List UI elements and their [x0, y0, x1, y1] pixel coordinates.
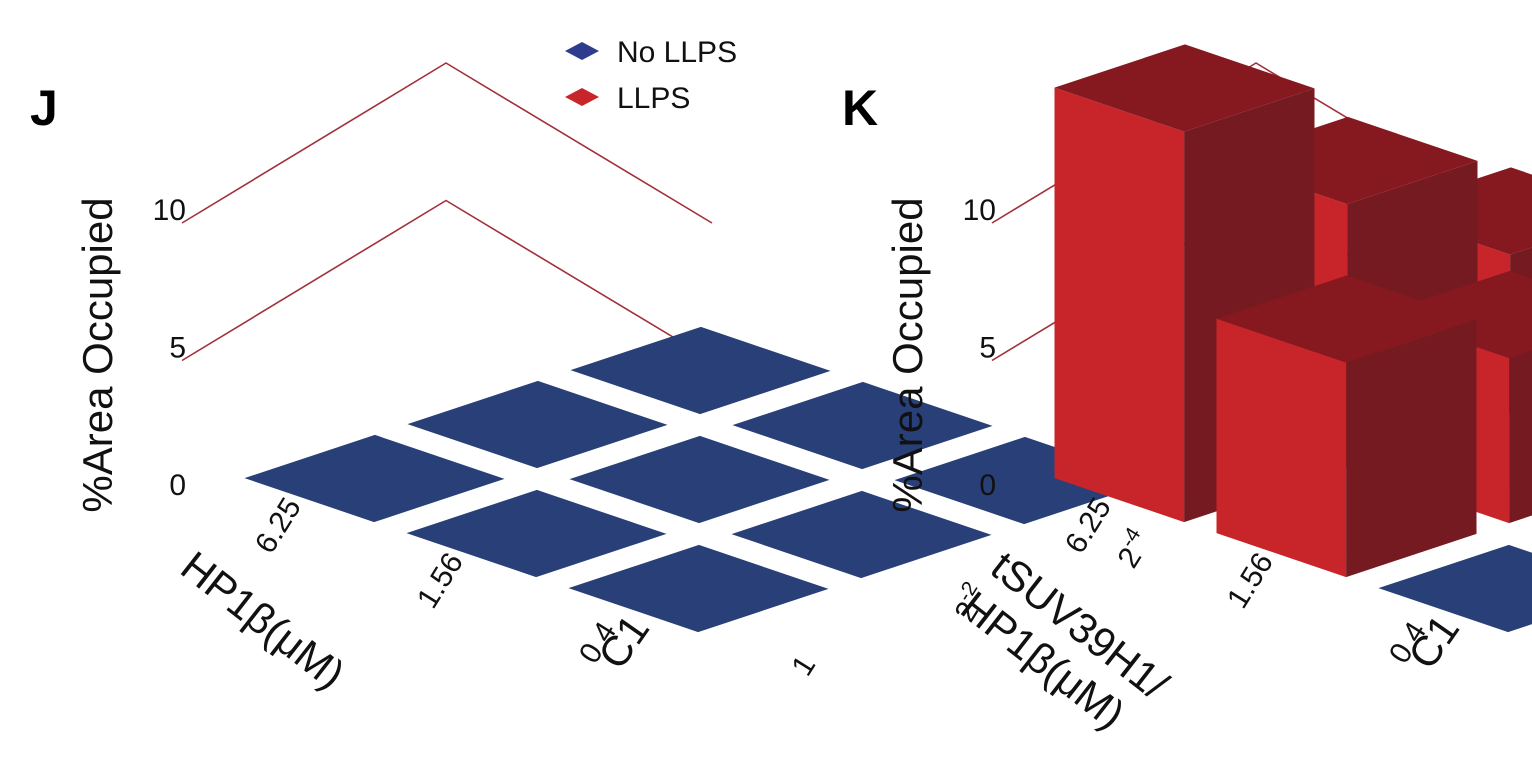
bar-top-face: [570, 326, 831, 415]
bar-1-56-1: [1216, 275, 1477, 578]
bar-1-56-2-2: [569, 435, 830, 524]
bar-front-face: [1216, 318, 1347, 578]
panel-letter: J: [30, 80, 58, 136]
z-tick-label: 10: [963, 194, 996, 227]
legend-label-llps: LLPS: [617, 82, 690, 115]
legend-label-no-llps: No LLPS: [617, 36, 737, 69]
col-tick-label: 1: [785, 650, 822, 682]
bar-front-face: [1054, 87, 1185, 523]
bar-top-face: [244, 434, 505, 523]
legend-marker-llps: [565, 88, 599, 106]
z-tick-label: 5: [169, 332, 186, 365]
col-tick-label: 2-4: [1107, 523, 1158, 573]
legend: No LLPS LLPS: [565, 36, 737, 115]
gridline-z-10: [181, 62, 713, 224]
bar-side-face: [1509, 350, 1532, 524]
row-axis-title: HP1β(μM): [172, 542, 353, 698]
z-tick-label: 10: [153, 194, 186, 227]
gridline-z-5: [181, 199, 713, 362]
bar-0-4-1: [568, 544, 829, 633]
bar-top-face: [1216, 275, 1477, 363]
bar-top-face: [1054, 44, 1315, 132]
row-tick-label: 1.56: [411, 547, 470, 614]
z-axis-title: %Area Occupied: [74, 197, 121, 512]
row-tick-label: 6.25: [249, 492, 308, 559]
bar-top-face: [406, 489, 667, 578]
bar-top-face: [568, 544, 829, 633]
bar-top-face: [731, 490, 992, 579]
row-tick-label: 1.56: [1221, 547, 1280, 614]
bar-1-56-1: [406, 489, 667, 578]
bar-0-4-2-2: [731, 490, 992, 579]
bar-top-face: [732, 381, 993, 470]
bar-0-4-2-4: [894, 436, 1155, 525]
panel-letter: K: [842, 80, 878, 136]
legend-marker-no-llps: [565, 42, 599, 60]
bar-0-4-1: [1378, 544, 1532, 633]
bar-top-face: [1378, 544, 1532, 633]
bar-6-25-1: [244, 434, 505, 523]
bar-6-25-2-2: [407, 380, 668, 469]
bar-top-face: [894, 436, 1155, 525]
bar-top-face: [407, 380, 668, 469]
bar-6-25-2-4: [570, 326, 831, 415]
z-axis-title: %Area Occupied: [884, 197, 931, 512]
bar-side-face: [1346, 319, 1477, 578]
z-tick-label: 5: [979, 332, 996, 365]
z-tick-label: 0: [169, 469, 186, 502]
z-tick-label: 0: [979, 469, 996, 502]
bar-top-face: [569, 435, 830, 524]
bar-1-56-2-4: [732, 381, 993, 470]
